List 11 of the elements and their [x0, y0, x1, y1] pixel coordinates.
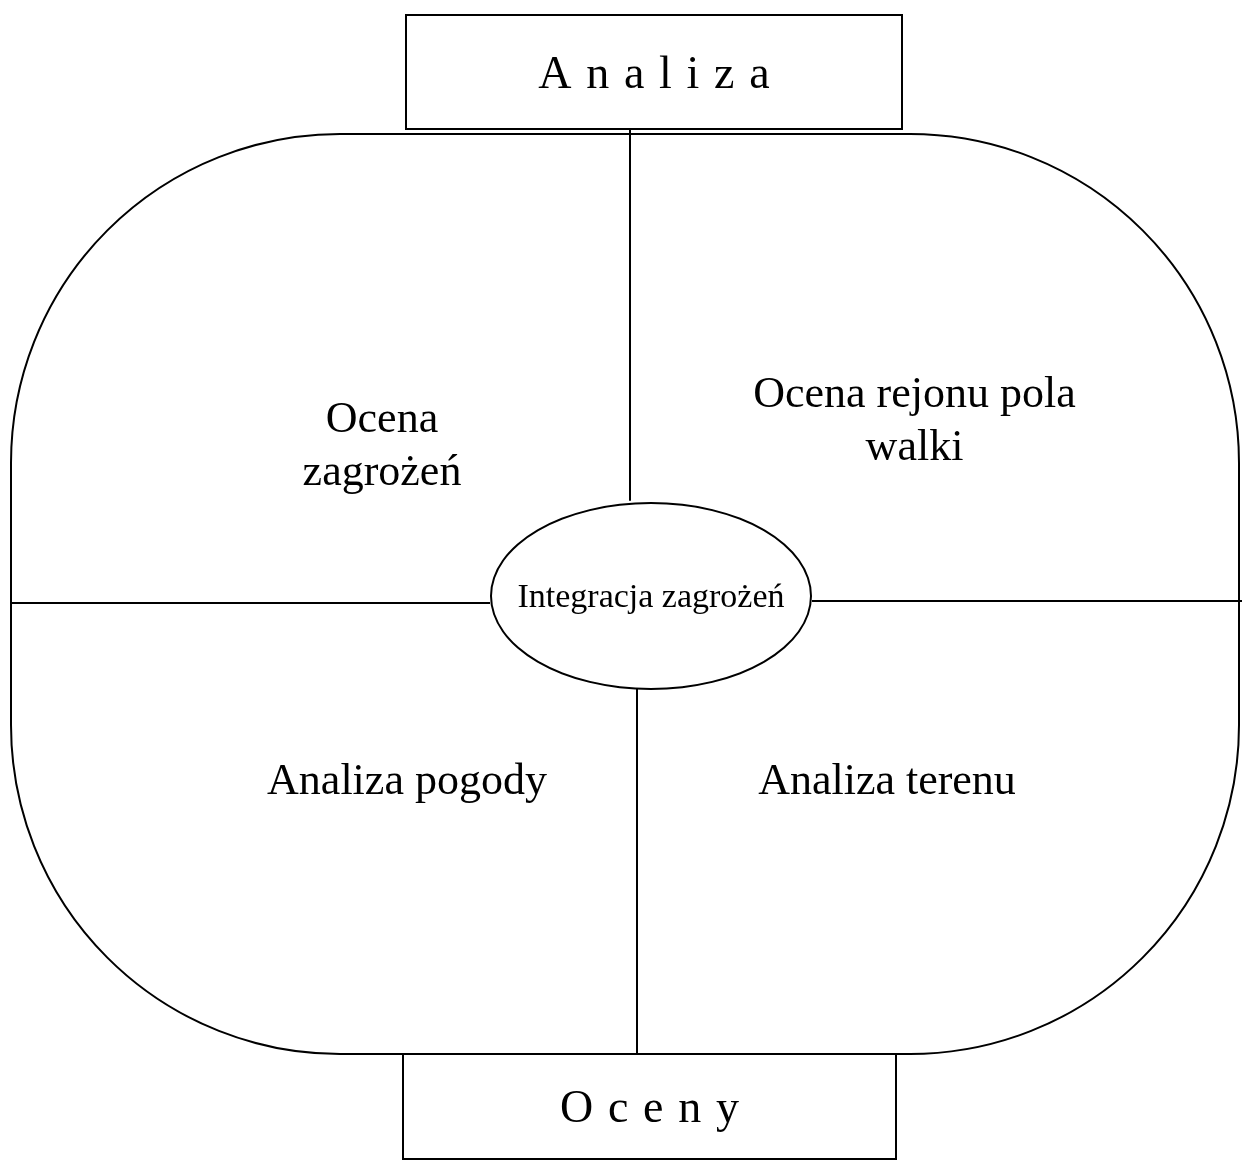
title-box [402, 1053, 897, 1160]
connector-line [629, 129, 631, 502]
quadrant-label: Ocena zagrożeń [301, 392, 463, 497]
quadrant-label: Analiza pogody [267, 753, 547, 806]
rounded-frame [10, 133, 1240, 1055]
ellipse-label: Integracja zagrożeń [517, 577, 785, 615]
quadrant-label: Ocena rejonu pola walki [752, 367, 1077, 472]
quadrant-label: Analiza terenu [758, 753, 1016, 806]
title-box [405, 14, 903, 130]
box-title: Analiza [537, 45, 785, 100]
box-title: Oceny [559, 1080, 754, 1134]
